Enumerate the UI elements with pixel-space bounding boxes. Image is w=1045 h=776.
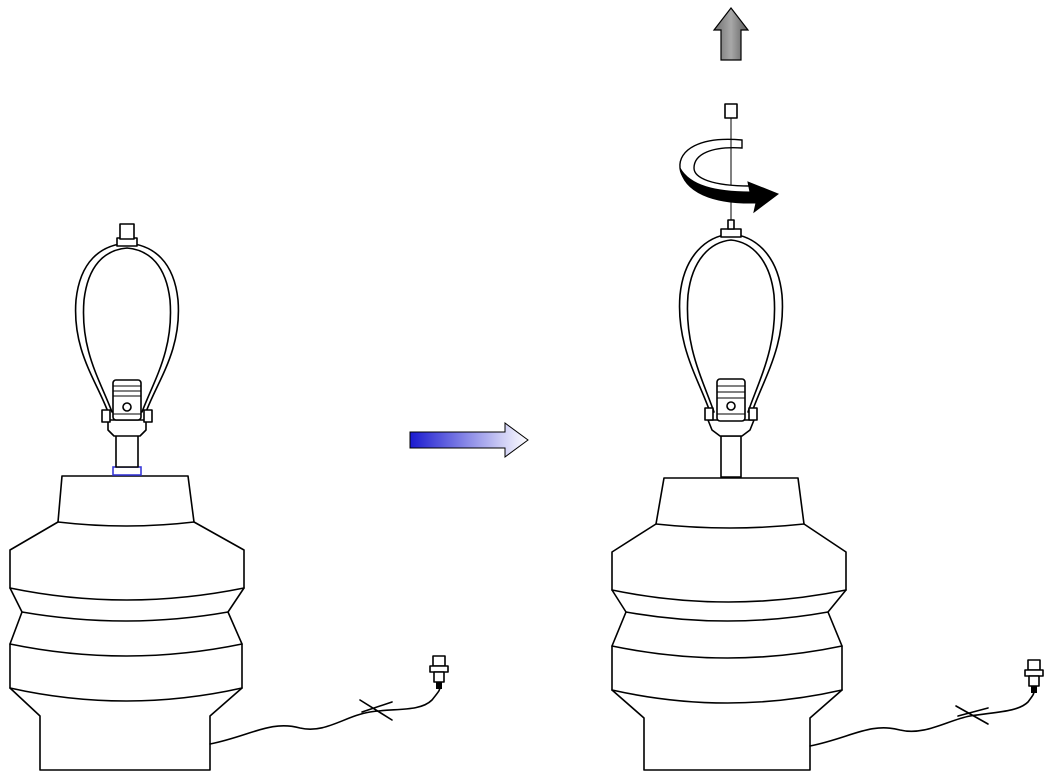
lift-arrow[interactable] xyxy=(712,7,750,61)
socket-left xyxy=(107,379,147,437)
step-arrow xyxy=(409,422,529,458)
harp-left xyxy=(74,223,180,423)
harp-right xyxy=(678,228,784,421)
power-cord-left xyxy=(209,655,449,745)
lamp-base-right xyxy=(611,477,847,771)
socket-right xyxy=(707,378,755,437)
lamp-right xyxy=(611,7,1044,771)
neck-band-left xyxy=(112,466,142,476)
neck-left xyxy=(115,433,139,468)
lamp-base-left xyxy=(9,475,245,771)
lamp-left xyxy=(9,223,449,771)
finial-assembly xyxy=(724,103,738,230)
neck-right xyxy=(720,435,742,478)
power-cord-right xyxy=(809,659,1044,747)
twist-arrow[interactable] xyxy=(679,136,780,214)
